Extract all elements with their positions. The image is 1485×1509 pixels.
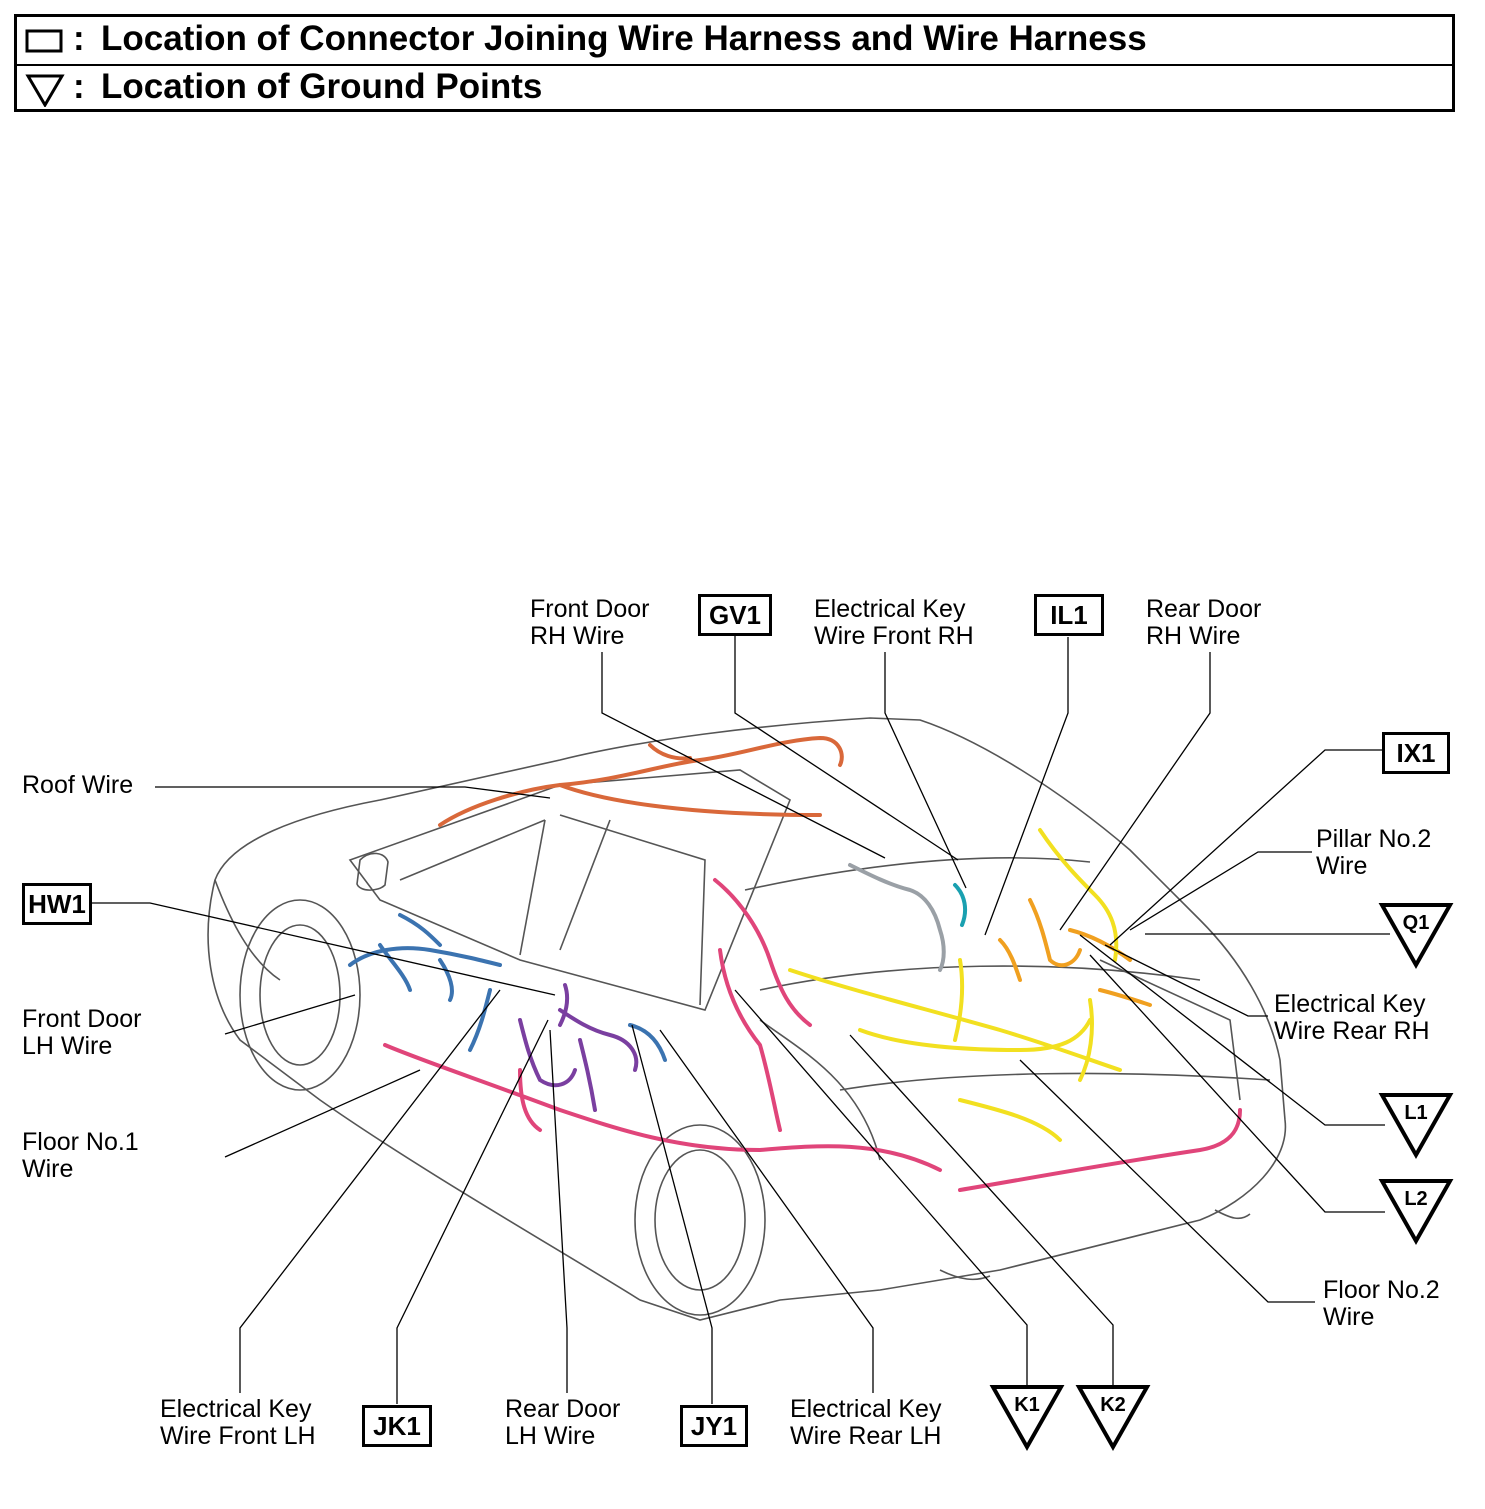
ground-k2-icon [1075, 1385, 1151, 1452]
front-door-lh-wire-harness [348, 913, 667, 1062]
legend-colon: : [73, 19, 85, 58]
leader-front-door-rh [601, 652, 886, 859]
leader-jk1 [396, 1019, 549, 1404]
connector-jy1: JY1 [680, 1405, 748, 1447]
leader-gv1 [734, 635, 959, 861]
rear-door-rh-wire-harness [998, 898, 1152, 1007]
ground-q1-label: Q1 [1402, 912, 1430, 934]
connector-gv1: GV1 [698, 594, 772, 636]
leader-floor1 [224, 1069, 421, 1158]
leader-ek-front-rh [884, 652, 967, 889]
legend-row-ground: : Location of Ground Points [17, 65, 1452, 112]
legend-connector-text: Location of Connector Joining Wire Harne… [101, 19, 1147, 58]
legend-colon: : [73, 67, 85, 106]
leader-k2 [849, 1034, 1114, 1385]
ground-k2-label: K2 [1100, 1394, 1126, 1416]
leader-k1 [734, 989, 1028, 1385]
rear-door-lh-wire-harness [518, 983, 639, 1112]
floor1-wire-harness [383, 878, 1242, 1192]
leader-l2 [1089, 954, 1385, 1213]
legend-row-connector: : Location of Connector Joining Wire Har… [17, 17, 1452, 66]
leader-il1 [984, 637, 1069, 936]
car-body-outline [207, 717, 1287, 1321]
connector-jk1: JK1 [362, 1405, 432, 1447]
leader-l1 [1079, 934, 1385, 1126]
leader-rear-door-rh [1059, 652, 1211, 931]
leader-ix1 [1109, 749, 1384, 946]
leader-ek-rear-rh [1104, 944, 1268, 1017]
ground-k1-label: K1 [1014, 1394, 1040, 1416]
leader-pillar2 [1129, 851, 1312, 931]
ek-front-rh-wire-harness [953, 883, 968, 927]
leader-rear-door-lh [549, 1029, 568, 1393]
ground-q1-icon [1378, 903, 1454, 970]
leader-front-door-lh [224, 994, 356, 1035]
label-roof-wire: Roof Wire [22, 771, 134, 799]
legend-ground-text: Location of Ground Points [101, 67, 543, 106]
legend-box: : Location of Connector Joining Wire Har… [14, 14, 1455, 112]
ground-triangle-icon [25, 74, 65, 107]
leader-roof [155, 786, 551, 799]
front-door-rh-wire-harness [848, 863, 946, 972]
connector-hw1: HW1 [22, 883, 92, 925]
connector-ix1: IX1 [1382, 732, 1450, 774]
roof-wire-harness [438, 735, 844, 827]
floor2-wire-harness [788, 828, 1122, 1142]
leader-ek-rear-lh [659, 1029, 874, 1393]
connector-rectangle-icon [25, 29, 63, 53]
ground-l1-label: L1 [1404, 1102, 1428, 1124]
ground-l2-label: L2 [1404, 1188, 1428, 1210]
ground-k1-icon [989, 1385, 1065, 1452]
leader-floor2 [1019, 1059, 1315, 1303]
leader-lines [92, 635, 1390, 1404]
leader-jy1 [631, 1024, 713, 1404]
connector-il1: IL1 [1034, 594, 1104, 636]
leader-hw1 [92, 902, 556, 996]
ground-l1-icon [1378, 1093, 1454, 1160]
leader-ek-front-lh [239, 989, 501, 1393]
ground-l2-icon [1378, 1179, 1454, 1246]
